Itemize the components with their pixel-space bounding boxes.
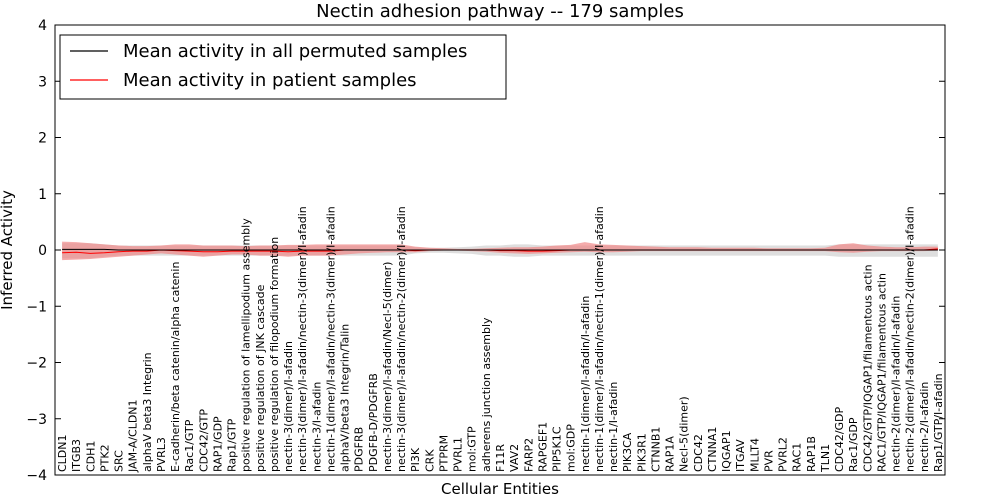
category-label: CLDN1 (56, 434, 69, 472)
category-label: PDGFB-D/PDGFRB (367, 373, 380, 472)
category-label: mol:GTP (466, 426, 479, 472)
category-label: CDC42 (692, 434, 705, 472)
category-label: F11R (494, 444, 507, 472)
category-label: mol:GDP (565, 424, 578, 472)
category-label: RAC1 (791, 443, 804, 472)
category-label: CDC42/GTP (197, 409, 210, 472)
category-label: nectin-2/I-afadin (918, 382, 931, 472)
category-label: JAM-A/CLDN1 (127, 399, 140, 473)
category-label: PIK3R1 (635, 433, 648, 472)
category-label: PVRL2 (777, 437, 790, 472)
y-ticks: 4 3 2 1 0 −1 −2 −3 −4 (26, 18, 945, 484)
category-label: PI3K (409, 447, 422, 472)
category-label: RAPGEF1 (536, 422, 549, 472)
category-label: CDC42/GTP/IQGAP1/filamentous actin (861, 264, 874, 472)
category-label: Rap1/GTP (226, 418, 239, 472)
category-label: nectin-1/I-afadin (607, 382, 620, 472)
category-label: PIP5K1C (551, 426, 564, 472)
category-label: CRK (423, 449, 436, 472)
y-tick-label: −2 (26, 356, 47, 372)
category-label: PVR (762, 450, 775, 472)
category-label: CTNNA1 (706, 427, 719, 472)
y-tick-label: 4 (38, 18, 47, 34)
category-label: PVRL3 (155, 437, 168, 472)
category-label: ITGAV (734, 439, 747, 472)
category-label: IQGAP1 (720, 430, 733, 472)
category-label: FARP2 (522, 438, 535, 472)
category-label: nectin-1(dimer)/I-afadin/nectin-1(dimer)… (593, 206, 606, 472)
permuted-mean-line (62, 248, 938, 251)
category-label: RAC1/GTP/IQGAP1/filamentous actin (875, 273, 888, 472)
category-label: alphaV beta3 Integrin (141, 352, 154, 472)
chart-title: Nectin adhesion pathway -- 179 samples (316, 1, 684, 22)
y-tick-label: 3 (38, 74, 47, 90)
category-label: RAP1A (664, 436, 677, 472)
category-label: nectin-3(dimer)/I-afadin/Necl-5(dimer) (381, 262, 394, 472)
category-label: E-cadherin/beta catenin/alpha catenin (169, 262, 182, 472)
category-label: PTPRM (438, 435, 451, 472)
category-label: Rap1/GTP/I-afadin (932, 373, 945, 472)
category-label: Rac1/GTP (183, 419, 196, 472)
category-label: SRC (113, 450, 126, 472)
y-tick-label: −4 (26, 468, 47, 484)
y-tick-label: −3 (26, 412, 47, 428)
category-label: nectin-3(dimer)/I-afadin (282, 341, 295, 472)
category-label: nectin-2(dimer)/I-afadin/nectin-2(dimer)… (904, 206, 917, 472)
y-tick-label: 2 (38, 131, 47, 147)
y-axis-label: Inferred Activity (0, 190, 16, 310)
category-label: nectin-1(dimer)/I-afadin/I-afadin (579, 296, 592, 472)
category-label: alphaV/beta3 Integrin/Talin (339, 324, 352, 472)
category-label: PIK3CA (621, 432, 634, 472)
category-label: nectin-2(dimer)/I-afadin/I-afadin (890, 296, 903, 472)
category-label: MLLT4 (748, 438, 761, 472)
category-label: positive regulation of lamellipodium ass… (240, 218, 253, 472)
legend-label-permuted: Mean activity in all permuted samples (123, 41, 467, 62)
category-label: PTK2 (98, 444, 111, 472)
category-label: CDC42/GDP (833, 406, 846, 472)
category-label: Rac1/GDP (847, 417, 860, 472)
category-label: TLN1 (819, 444, 832, 473)
legend-box (59, 34, 507, 100)
legend-label-patient: Mean activity in patient samples (123, 70, 417, 91)
plot-frame (54, 24, 946, 476)
category-label: positive regulation of filopodium format… (268, 237, 281, 472)
y-tick-label: 0 (38, 243, 47, 259)
category-label: RAP1/GDP (212, 416, 225, 472)
category-label: Necl-5(dimer) (678, 396, 691, 472)
category-label: nectin-3(dimer)/I-afadin/nectin-2(dimer)… (395, 206, 408, 472)
category-label: RAP1B (805, 436, 818, 472)
y-tick-label: −1 (26, 299, 47, 315)
category-label: PVRL1 (452, 437, 465, 472)
legend: Mean activity in all permuted samples Me… (59, 34, 507, 100)
category-label: adherens junction assembly (480, 317, 493, 472)
category-label: ITGB3 (70, 439, 83, 472)
category-label: VAV2 (508, 444, 521, 472)
line-layer (62, 248, 938, 254)
category-label: PDGFRB (353, 427, 366, 472)
category-label: nectin-1(dimer)/I-afadin/nectin-3(dimer)… (325, 206, 338, 472)
x-axis-label: Cellular Entities (441, 480, 559, 498)
category-label: CTNNB1 (649, 427, 662, 472)
category-label: positive regulation of JNK cascade (254, 284, 267, 472)
category-label: nectin-3/I-afadin (310, 382, 323, 472)
category-label: nectin-3(dimer)/I-afadin/nectin-3(dimer)… (296, 206, 309, 472)
category-label: CDH1 (84, 441, 97, 472)
y-tick-label: 1 (38, 187, 47, 203)
